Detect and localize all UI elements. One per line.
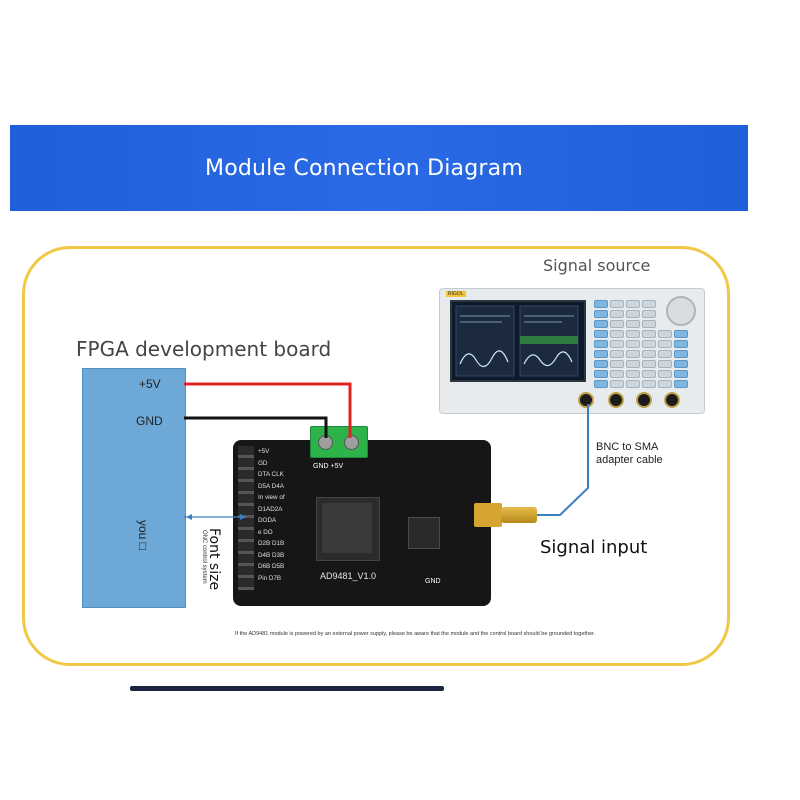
generator-key <box>594 380 608 388</box>
generator-key <box>594 340 608 348</box>
signal-source-label: Signal source <box>543 256 651 275</box>
generator-key <box>642 330 656 338</box>
generator-key <box>610 340 624 348</box>
generator-key <box>610 370 624 378</box>
generator-key <box>610 310 624 318</box>
fpga-gnd-label: GND <box>136 414 163 428</box>
title-banner: Module Connection Diagram <box>10 125 748 211</box>
bnc-to-sma-label: BNC to SMA adapter cable <box>596 441 663 466</box>
generator-key <box>610 300 624 308</box>
generator-key <box>594 320 608 328</box>
generator-key <box>626 370 640 378</box>
pin-label: Pin D7B <box>258 574 282 582</box>
module-title: AD9481_V1.0 <box>320 571 377 581</box>
diagram-frame <box>22 246 730 666</box>
generator-screen <box>450 300 586 382</box>
pin-label: +5V <box>258 448 270 455</box>
pin-label: D1AD2A <box>258 505 283 513</box>
generator-key <box>642 340 656 348</box>
pin-header <box>238 446 254 590</box>
generator-key <box>658 330 672 338</box>
fpga-board-label: FPGA development board <box>76 337 332 361</box>
knob-icon <box>666 296 696 326</box>
pin-labels: +5V GD DTA CLK D5A D4A In view of D1AD2A DODA e… <box>258 446 285 584</box>
generator-key <box>610 350 624 358</box>
generator-key <box>594 350 608 358</box>
regulator-chip <box>408 517 440 549</box>
pin-label: e DO <box>258 528 273 536</box>
generator-key <box>674 360 688 368</box>
generator-key <box>610 360 624 368</box>
generator-key <box>594 360 608 368</box>
bnc-port-icon <box>664 392 680 408</box>
arrow-left-icon <box>186 514 192 520</box>
pin-label: DTA CLK <box>258 471 284 478</box>
generator-key <box>594 300 608 308</box>
generator-key <box>610 320 624 328</box>
generator-key <box>642 360 656 368</box>
generator-key <box>658 360 672 368</box>
pin-label: In view of <box>258 494 285 501</box>
generator-key <box>610 380 624 388</box>
generator-waveform <box>455 305 579 377</box>
sma-connector-icon <box>474 503 502 527</box>
bnc-port-icon <box>608 392 624 408</box>
pin-label: DODA <box>258 517 277 524</box>
generator-key <box>674 380 688 388</box>
generator-key <box>626 350 640 358</box>
generator-key <box>642 380 656 388</box>
generator-key <box>658 340 672 348</box>
generator-key <box>626 340 640 348</box>
generator-key <box>642 350 656 358</box>
fpga-5v-label: +5V <box>139 377 161 391</box>
generator-key <box>594 330 608 338</box>
wire-5v <box>184 382 352 438</box>
generator-key <box>642 310 656 318</box>
generator-key <box>642 320 656 328</box>
bnc-port-icon <box>636 392 652 408</box>
generator-key <box>658 380 672 388</box>
terminal-label: GND +5V <box>313 463 344 470</box>
generator-key <box>674 340 688 348</box>
generator-key <box>594 310 608 318</box>
wire-gnd <box>184 416 328 438</box>
pin-label: D5A D4A <box>258 482 284 490</box>
screw-terminal-icon <box>310 426 368 458</box>
generator-key <box>594 370 608 378</box>
fpga-board <box>82 368 186 608</box>
generator-key <box>626 380 640 388</box>
generator-key <box>626 320 640 328</box>
generator-key <box>610 330 624 338</box>
bnc-port-icon <box>578 392 594 408</box>
generator-key <box>626 310 640 318</box>
generator-key <box>674 370 688 378</box>
arrow-right-icon <box>240 514 246 520</box>
generator-key <box>674 350 688 358</box>
generator-key <box>658 370 672 378</box>
pin-label: GD <box>258 459 268 467</box>
diagram-title: Module Connection Diagram <box>205 155 523 181</box>
sma-connector-tip <box>501 507 537 523</box>
generator-key <box>626 360 640 368</box>
module-gnd-label: GND <box>425 578 441 585</box>
pin-label: D6B D5B <box>258 563 285 570</box>
adc-chip-die <box>322 503 372 553</box>
generator-key <box>642 300 656 308</box>
grounding-footnote: If the AD9481 module is powered by an ex… <box>235 631 596 637</box>
generator-brand: RIGOL <box>446 291 466 297</box>
generator-key <box>642 370 656 378</box>
signal-cable <box>537 404 589 516</box>
generator-keypad <box>594 300 690 390</box>
generator-key <box>674 330 688 338</box>
pin-label: D4B D3B <box>258 551 285 559</box>
bottom-bar <box>130 686 444 691</box>
signal-input-label: Signal input <box>540 537 648 558</box>
generator-key <box>626 330 640 338</box>
generator-key <box>658 350 672 358</box>
generator-key <box>626 300 640 308</box>
pin-label: D2B D1B <box>258 540 285 547</box>
